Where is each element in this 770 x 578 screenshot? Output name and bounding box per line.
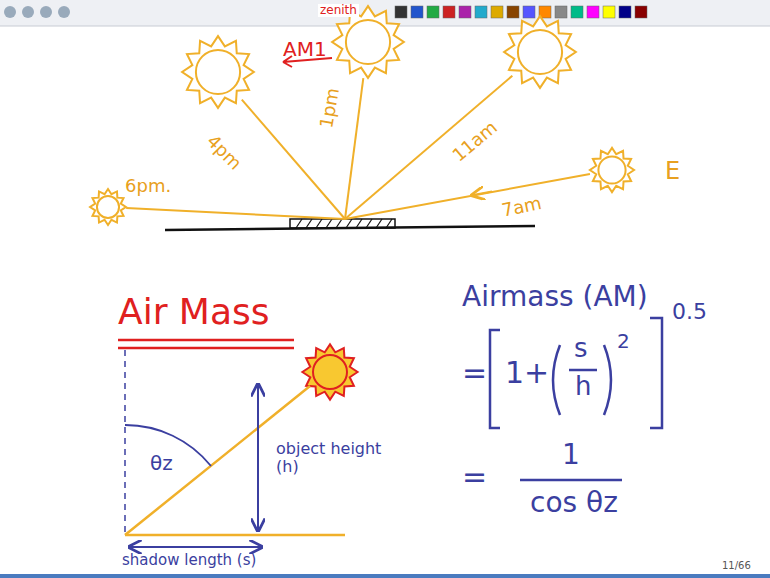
sun [182, 36, 254, 108]
sun-ray [345, 78, 363, 219]
time-label: 4pm [203, 131, 246, 174]
sun-ray [126, 208, 345, 219]
sun-disc [346, 20, 390, 64]
hatching [296, 219, 392, 228]
sun-rays-outline [182, 36, 254, 108]
time-label: 1pm [316, 86, 343, 129]
toolbar-icon [587, 6, 599, 18]
angle-label: θz [150, 452, 173, 474]
toolbar-icon [571, 6, 583, 18]
bottom-band [0, 574, 770, 578]
time-label: 7am [500, 193, 543, 221]
formula-exponent: 0.5 [672, 300, 707, 324]
sun [504, 16, 576, 88]
toolbar-icon [427, 6, 439, 18]
toolbar-icon [635, 6, 647, 18]
toolbar-icon [58, 6, 70, 18]
toolbar-icon [395, 6, 407, 18]
formula-term: h [575, 372, 591, 401]
sun-rays-outline [504, 16, 576, 88]
sun-disc [598, 156, 625, 183]
toolbar-icon [491, 6, 503, 18]
sun-rays-outline [590, 148, 634, 192]
sun [90, 189, 126, 225]
toolbar-icon [555, 6, 567, 18]
time-label: 6pm. [125, 176, 171, 196]
time-label: 11am [449, 117, 501, 165]
zenith-dashed-line [124, 350, 126, 535]
ray-arrow [472, 192, 492, 196]
sun-disc [518, 30, 562, 74]
sun-ray [345, 174, 590, 219]
formula-term: cos θz [530, 488, 618, 519]
toolbar-icon [4, 6, 16, 18]
shadow-ground [125, 534, 345, 537]
sun-disc [196, 50, 240, 94]
toolbar-icon [40, 6, 52, 18]
sun-ray [345, 76, 512, 219]
toolbar-icon [22, 6, 34, 18]
sun-disc [313, 355, 347, 389]
toolbar-icon [443, 6, 455, 18]
sun [302, 344, 357, 399]
formula-exponent: 2 [617, 330, 630, 352]
toolbar-icon [603, 6, 615, 18]
formula-term: 1 [562, 440, 580, 471]
toolbar-icon [507, 6, 519, 18]
formula-term: s [574, 334, 588, 363]
toolbar-icon [411, 6, 423, 18]
formula-term: 1+ [505, 356, 549, 389]
shadow-arrow [129, 546, 262, 548]
formula-symbol: = [462, 460, 487, 493]
dimension-label: shadow length (s) [122, 552, 256, 569]
toolbar-icon [523, 6, 535, 18]
sun-disc [97, 196, 119, 218]
formula-symbol: = [462, 356, 487, 389]
dimension-label: object height (h) [276, 440, 396, 475]
air-mass-label: AM1 [283, 38, 327, 60]
slide-title: Air Mass [118, 292, 270, 332]
toolbar-icon [459, 6, 471, 18]
height-arrow [257, 384, 259, 531]
formula-glyphs [490, 318, 662, 480]
direction-label: E [665, 158, 680, 184]
formula-heading: Airmass (AM) [462, 282, 648, 313]
surface-object [290, 219, 395, 228]
sun-rays-outline [302, 344, 357, 399]
toolbar-icon [619, 6, 631, 18]
sun [590, 148, 634, 192]
sun-rays-outline [90, 189, 126, 225]
zenith-label: zenith [318, 4, 359, 17]
toolbar-icon [475, 6, 487, 18]
page-number: 11/66 [722, 560, 751, 571]
title-underline [118, 340, 294, 348]
suns [90, 6, 634, 399]
